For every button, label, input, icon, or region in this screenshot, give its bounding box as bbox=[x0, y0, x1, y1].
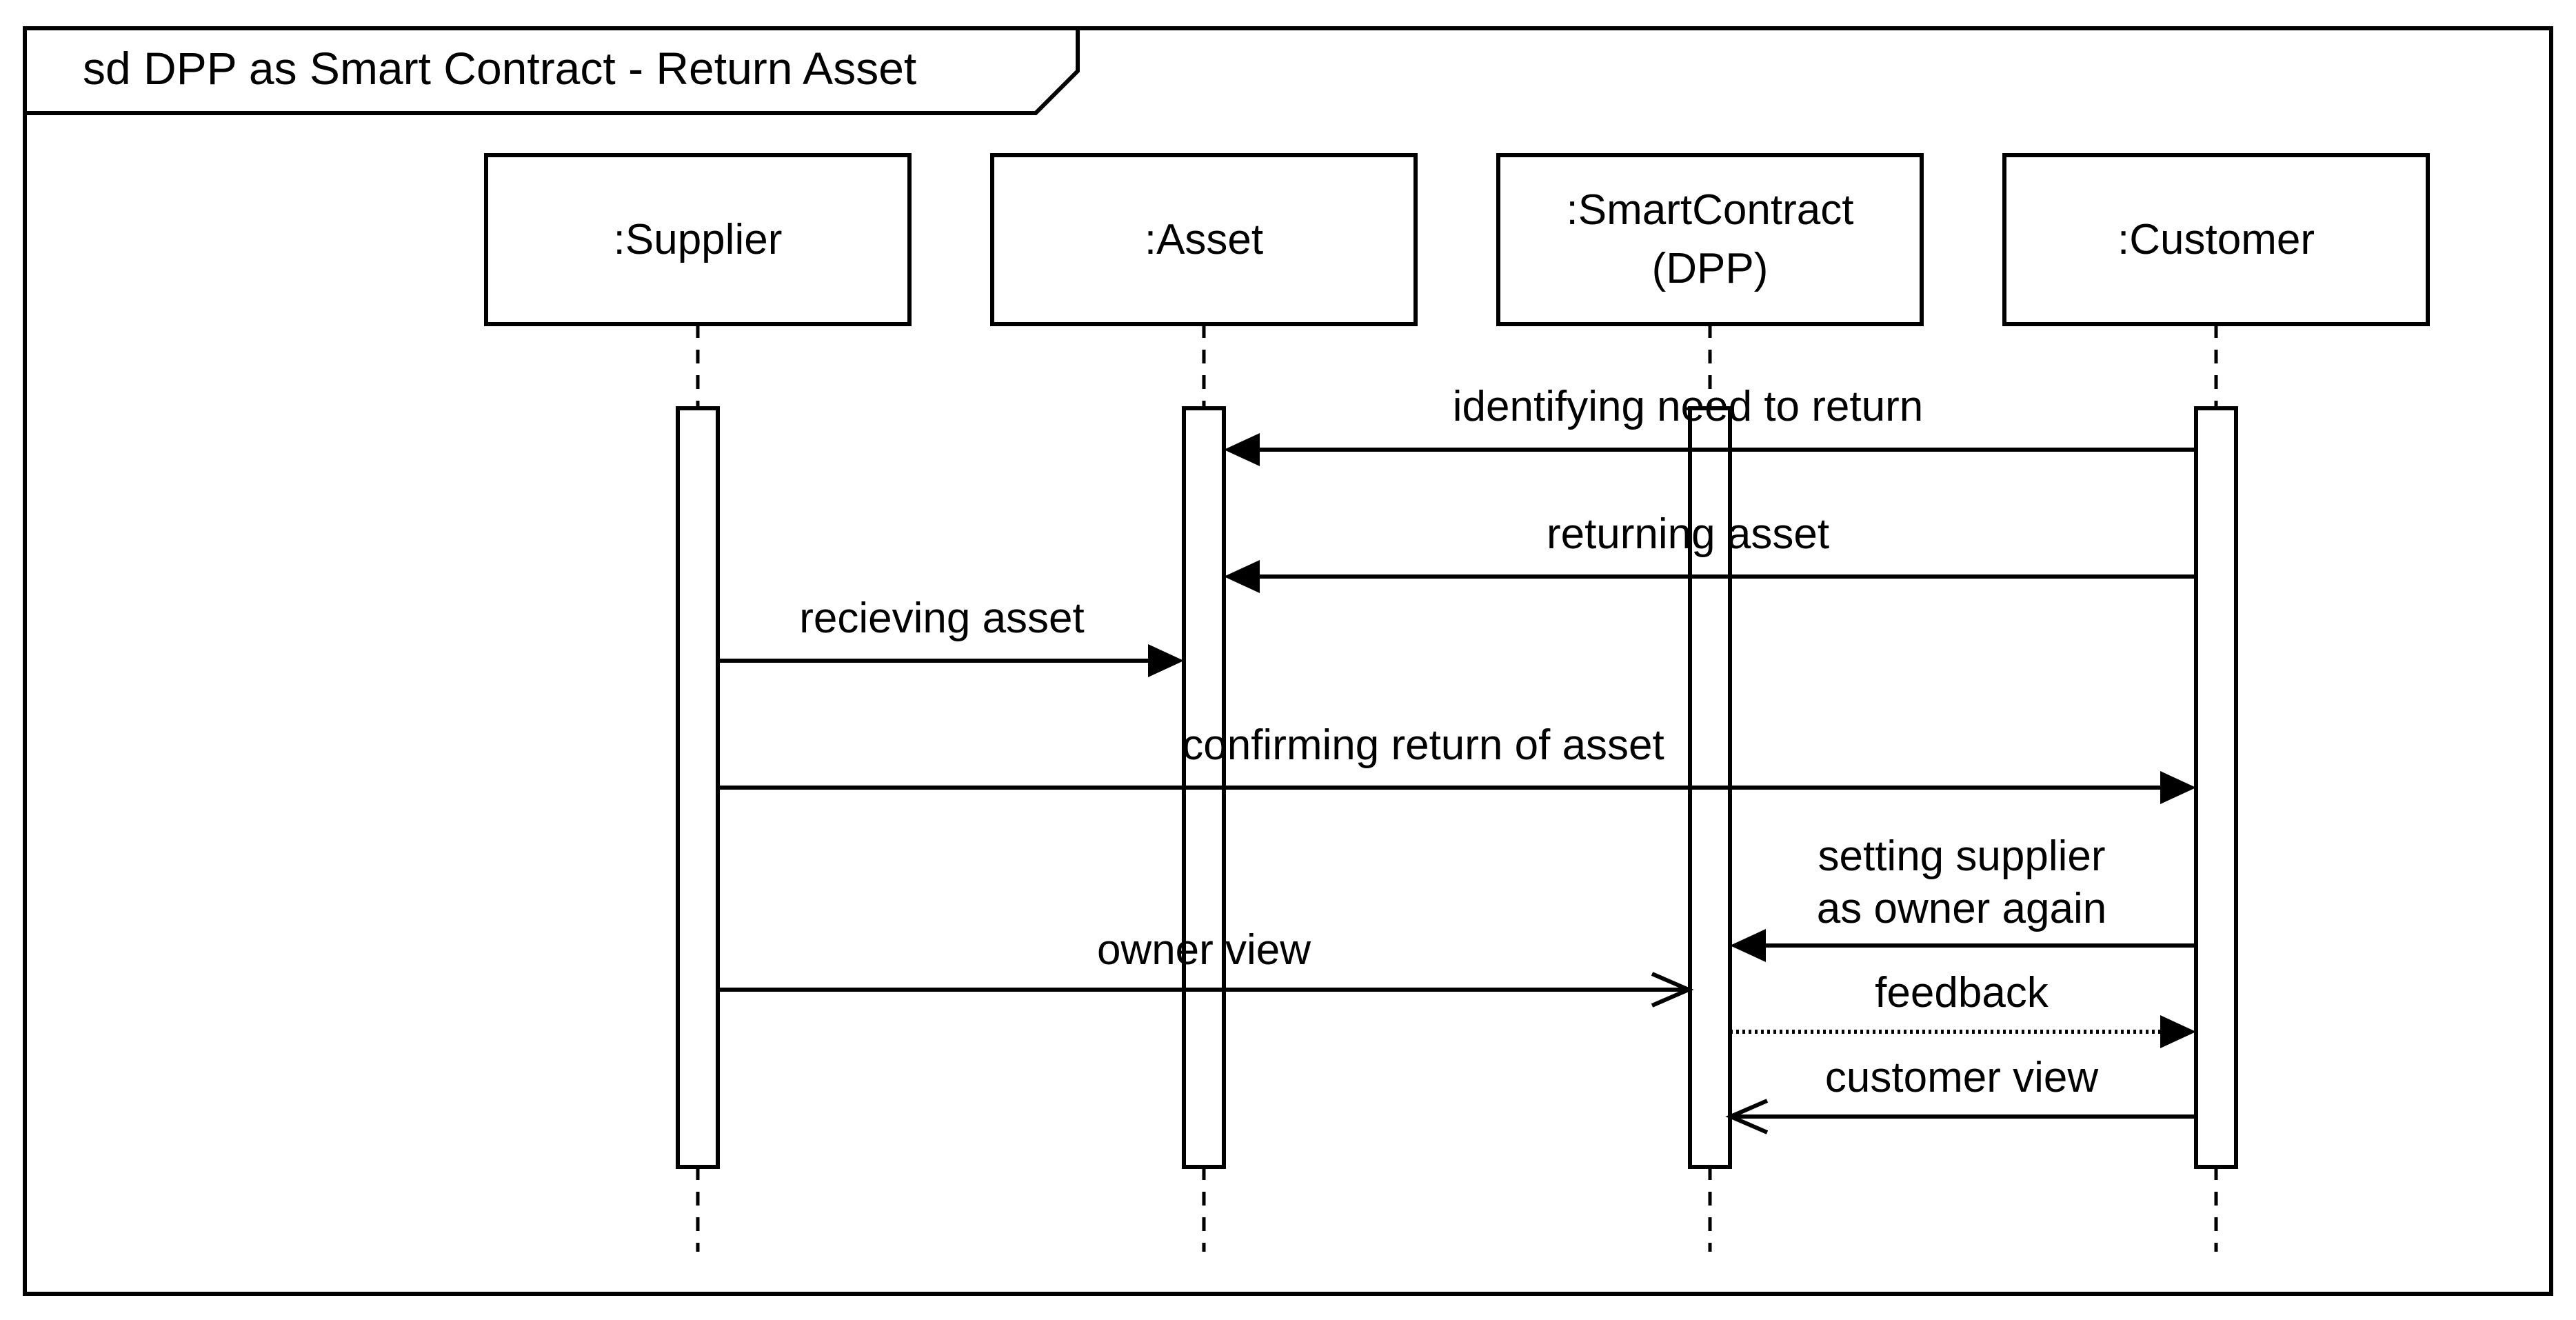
message-label: returning asset bbox=[1547, 510, 1829, 558]
activation-supplier bbox=[676, 406, 720, 1169]
open-arrowhead bbox=[1651, 972, 1694, 1008]
message-label: confirming return of asset bbox=[1182, 721, 1664, 769]
filled-arrowhead bbox=[1224, 433, 1260, 466]
open-arrowhead bbox=[1725, 1099, 1769, 1134]
participant-label: :Supplier bbox=[614, 216, 783, 263]
participant-supplier: :Supplier bbox=[484, 153, 912, 326]
message-label: identifying need to return bbox=[1453, 383, 1923, 430]
message-recieving-asset: recieving asset bbox=[718, 594, 1184, 677]
participant-asset: :Asset bbox=[990, 153, 1418, 326]
participant-label-line2: (DPP) bbox=[1652, 245, 1769, 292]
frame-title-tab bbox=[25, 28, 1080, 115]
filled-arrowhead bbox=[1730, 929, 1766, 962]
message-label: feedback bbox=[1875, 969, 2049, 1017]
message-label: customer view bbox=[1825, 1054, 2098, 1101]
message-label: owner view bbox=[1097, 926, 1311, 974]
participant-label: :Asset bbox=[1145, 216, 1263, 263]
message-owner-view: owner view bbox=[718, 926, 1694, 1008]
frame-title: sd DPP as Smart Contract - Return Asset bbox=[83, 43, 916, 94]
message-confirming-return: confirming return of asset bbox=[718, 721, 2196, 804]
diagram-frame bbox=[23, 26, 2553, 1296]
message-label-line1: setting supplier bbox=[1818, 832, 2105, 880]
participant-box bbox=[2002, 153, 2430, 326]
message-identifying-need: identifying need to return bbox=[1224, 383, 2196, 466]
participant-box bbox=[990, 153, 1418, 326]
participant-smartcontract: :SmartContract (DPP) bbox=[1496, 153, 1924, 326]
message-setting-supplier-owner: setting supplier as owner again bbox=[1730, 832, 2196, 962]
filled-arrowhead bbox=[1224, 560, 1260, 593]
filled-arrowhead bbox=[2160, 771, 2196, 804]
activation-customer bbox=[2194, 406, 2238, 1169]
message-label: recieving asset bbox=[799, 594, 1085, 642]
participant-box bbox=[484, 153, 912, 326]
message-customer-view: customer view bbox=[1725, 1054, 2196, 1134]
participant-label: :Customer bbox=[2117, 216, 2315, 263]
participant-label-line1: :SmartContract bbox=[1567, 186, 1854, 234]
filled-arrowhead bbox=[1148, 644, 1184, 677]
participant-box bbox=[1496, 153, 1924, 326]
participant-customer: :Customer bbox=[2002, 153, 2430, 326]
filled-arrowhead bbox=[2160, 1015, 2196, 1048]
message-returning-asset: returning asset bbox=[1224, 510, 2196, 593]
message-label-line2: as owner again bbox=[1817, 885, 2107, 932]
message-feedback: feedback bbox=[1730, 969, 2196, 1048]
